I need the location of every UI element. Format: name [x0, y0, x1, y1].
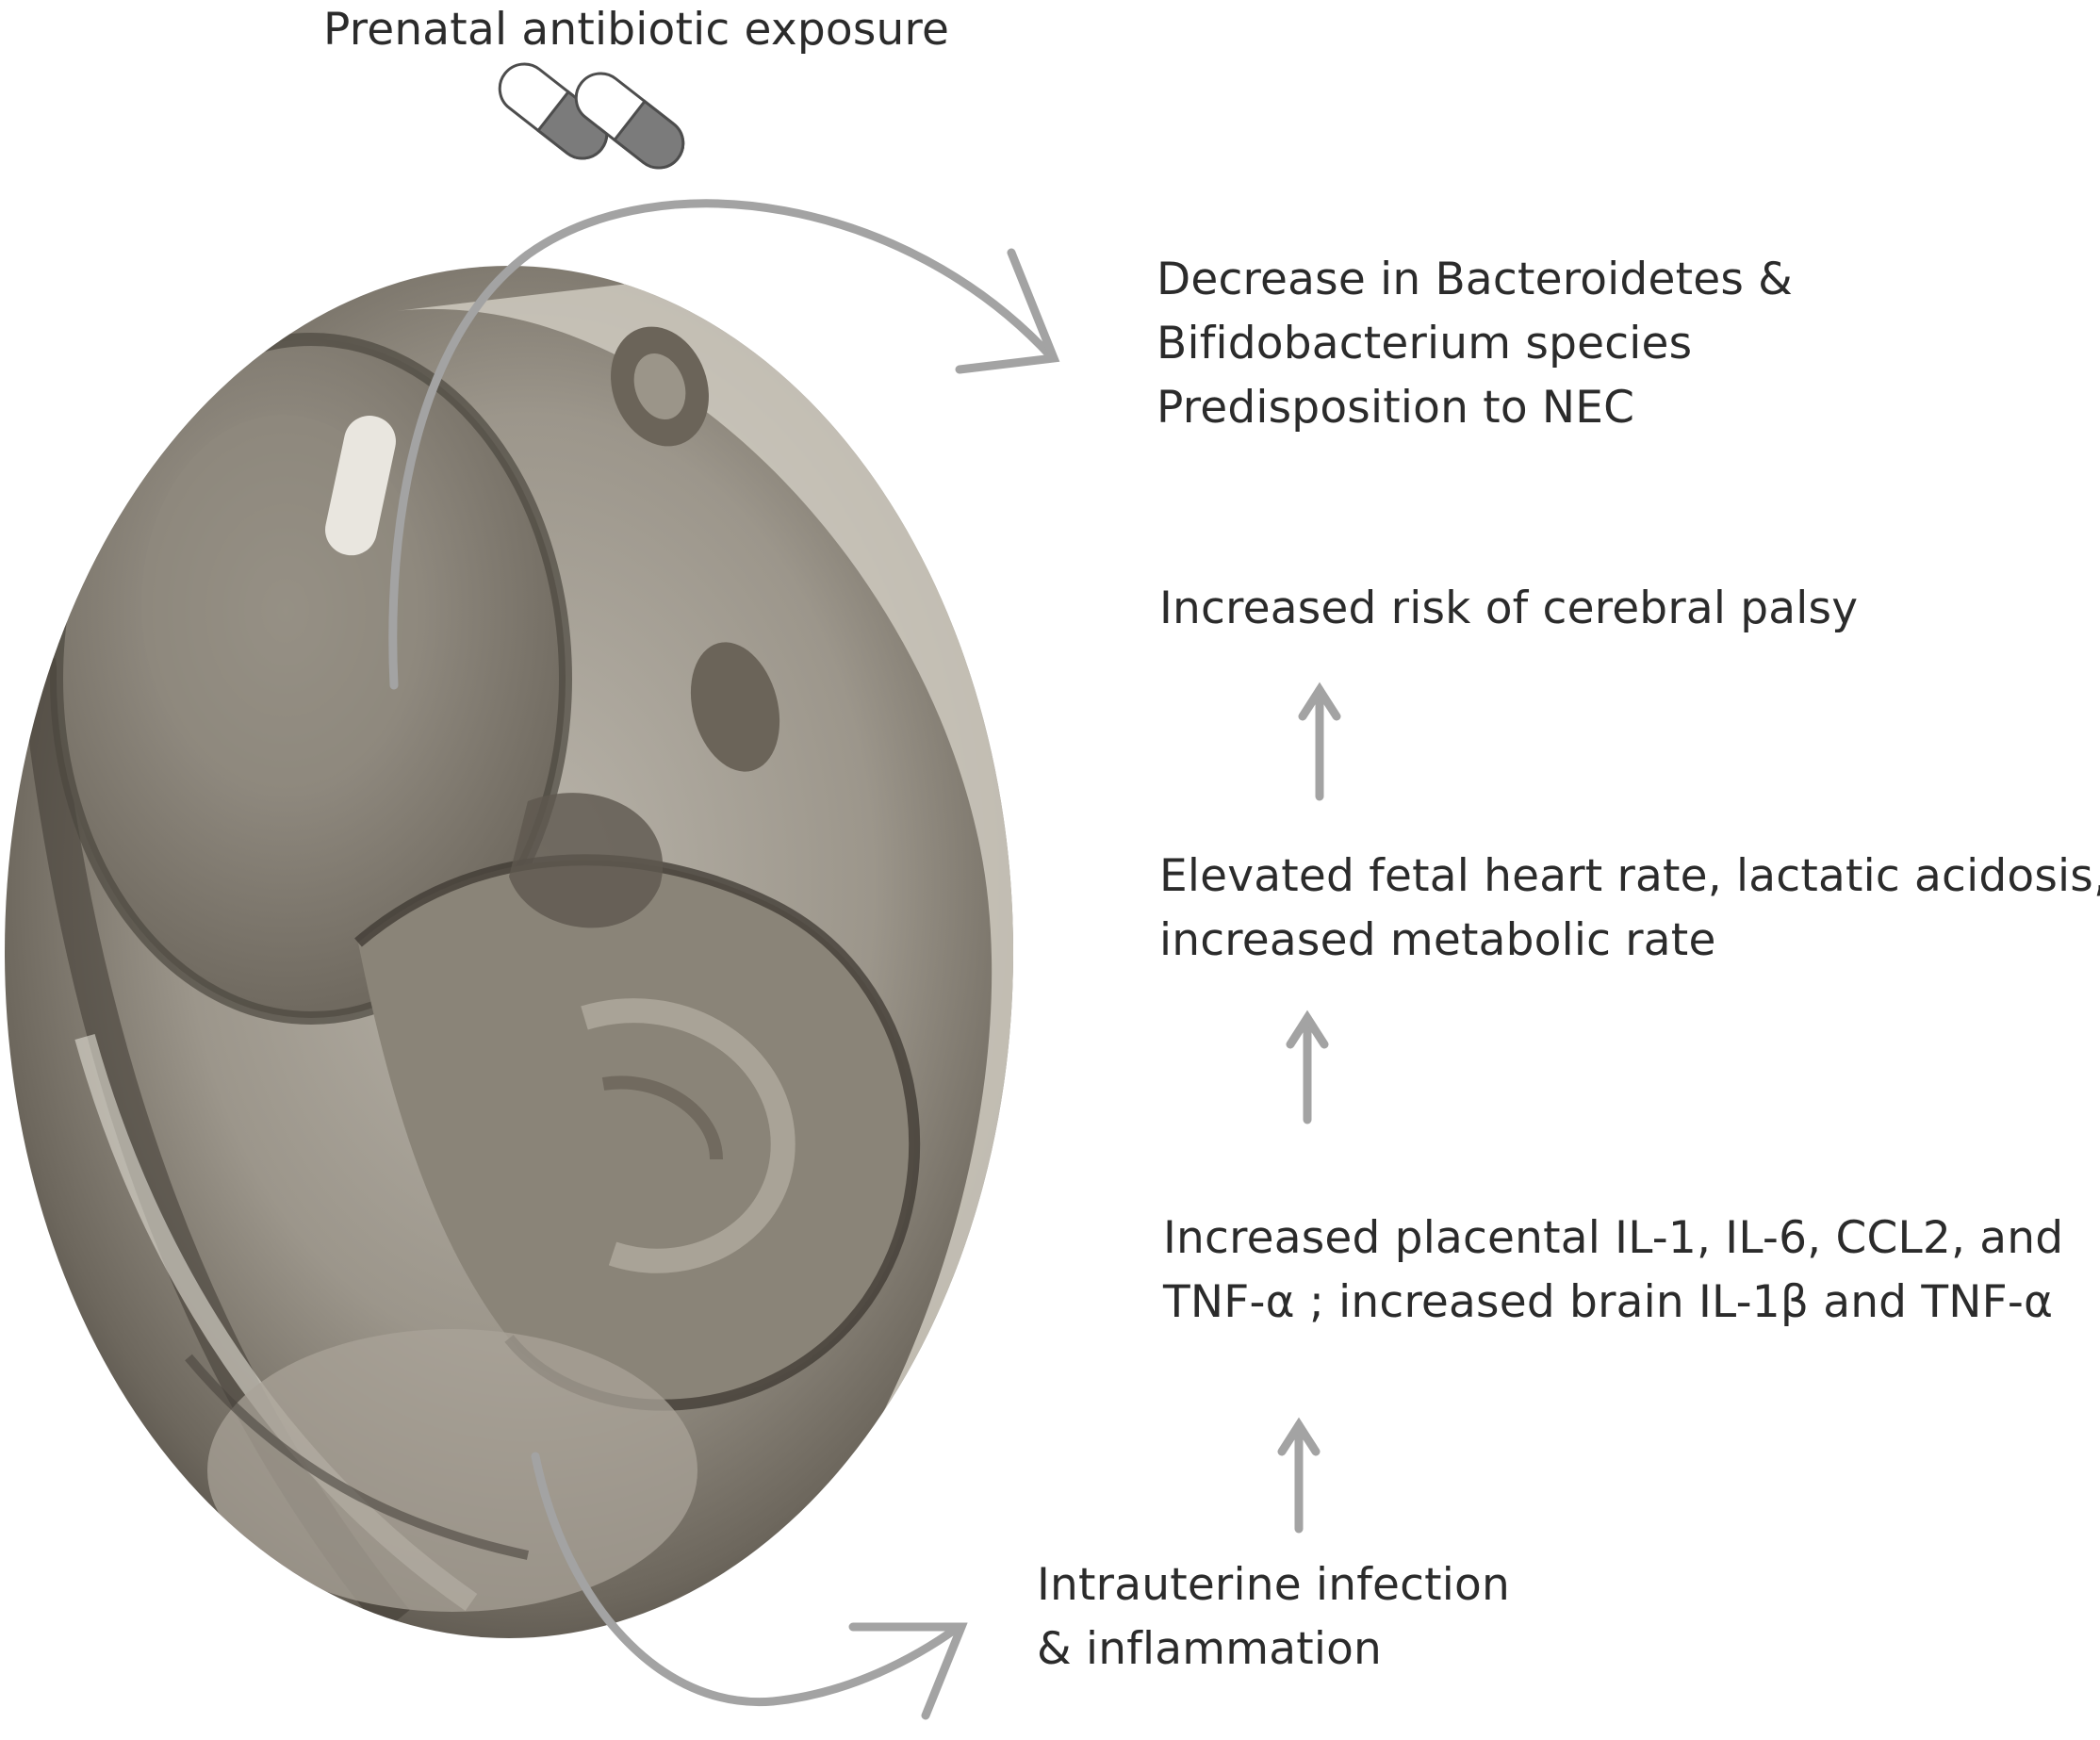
antibiotic-to-microbiome-arrow [388, 199, 1060, 690]
infection-to-cytokines-arrow [1277, 1417, 1321, 1534]
fetus-to-infection-arrow [531, 1452, 968, 1720]
metabolic-to-cerebral-palsy-arrow [1298, 681, 1341, 801]
cerebral-palsy-label: Increased risk of cerebral palsy [1159, 583, 1859, 634]
fetal-metabolic-label: Elevated fetal heart rate, lactatic acid… [1159, 850, 2100, 966]
microbiome-outcome-label: Decrease in Bacteroidetes & Bifidobacter… [1157, 254, 1793, 434]
capsule-pills-icon [498, 62, 685, 170]
cytokine-label: Increased placental IL-1, IL-6, CCL2, an… [1163, 1212, 2064, 1328]
fetal-ultrasound-image [5, 266, 1013, 1638]
infection-label: Intrauterine infection & inflammation [1037, 1559, 1510, 1675]
diagram-title: Prenatal antibiotic exposure [323, 4, 950, 56]
cytokines-to-metabolic-arrow [1286, 1010, 1329, 1124]
